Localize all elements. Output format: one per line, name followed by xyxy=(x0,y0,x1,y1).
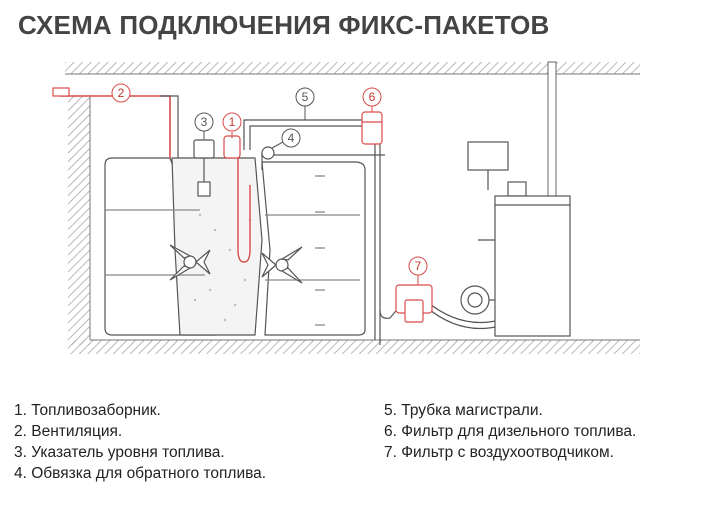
legend-item: 3. Указатель уровня топлива. xyxy=(14,444,225,461)
callout-5-label: 5 xyxy=(302,90,309,104)
callout-2: 2 xyxy=(100,83,131,103)
callout-5: 5 xyxy=(295,87,315,120)
tank-connector-right xyxy=(261,246,303,284)
floor-slab xyxy=(68,340,640,354)
ceiling-slab xyxy=(65,62,640,74)
main-line xyxy=(243,119,381,345)
callout-4: 4 xyxy=(271,128,301,149)
legend-right: 5. Трубка магистрали. 6. Фильтр для дизе… xyxy=(384,400,636,463)
diagram-title: СХЕМА ПОДКЛЮЧЕНИЯ ФИКС-ПАКЕТОВ xyxy=(18,10,550,40)
return-fitting xyxy=(261,146,275,160)
callout-1-label: 1 xyxy=(229,115,236,129)
legend-item: 7. Фильтр с воздухоотводчиком. xyxy=(384,444,614,461)
fuel-intake-line xyxy=(237,150,251,263)
boiler xyxy=(460,141,571,337)
legend-left: 1. Топливозаборник. 2. Вентиляция. 3. Ук… xyxy=(14,400,266,484)
callout-7: 7 xyxy=(408,256,428,285)
vent-cap xyxy=(52,87,70,97)
fuel-tanks xyxy=(104,157,366,336)
callout-6-label: 6 xyxy=(369,90,376,104)
legend-item: 1. Топливозаборник. xyxy=(14,402,161,419)
tank-right-outline xyxy=(261,161,366,336)
legend-item: 5. Трубка магистрали. xyxy=(384,402,543,419)
diesel-filter xyxy=(361,111,383,145)
pipes xyxy=(52,87,501,345)
callout-4-label: 4 xyxy=(288,131,295,145)
legend-item: 6. Фильтр для дизельного топлива. xyxy=(384,423,637,440)
boiler-control-box xyxy=(467,141,509,171)
connection-diagram: 1 2 3 4 5 6 7 xyxy=(52,61,640,354)
callout-3: 3 xyxy=(194,112,214,140)
callout-2-label: 2 xyxy=(118,86,125,100)
callout-1: 1 xyxy=(222,112,242,138)
fuel-intake-head xyxy=(223,135,241,159)
legend-item: 4. Обвязка для обратного топлива. xyxy=(14,465,267,482)
callout-3-label: 3 xyxy=(201,115,208,129)
callout-7-label: 7 xyxy=(415,259,422,273)
fuel-level-indicator xyxy=(193,139,215,159)
tank-middle-outline xyxy=(171,157,263,336)
left-wall xyxy=(68,95,90,345)
tank-connector-left xyxy=(169,244,211,281)
boiler-body xyxy=(494,195,571,337)
legend-item: 2. Вентиляция. xyxy=(14,423,123,440)
callout-6: 6 xyxy=(362,87,382,112)
